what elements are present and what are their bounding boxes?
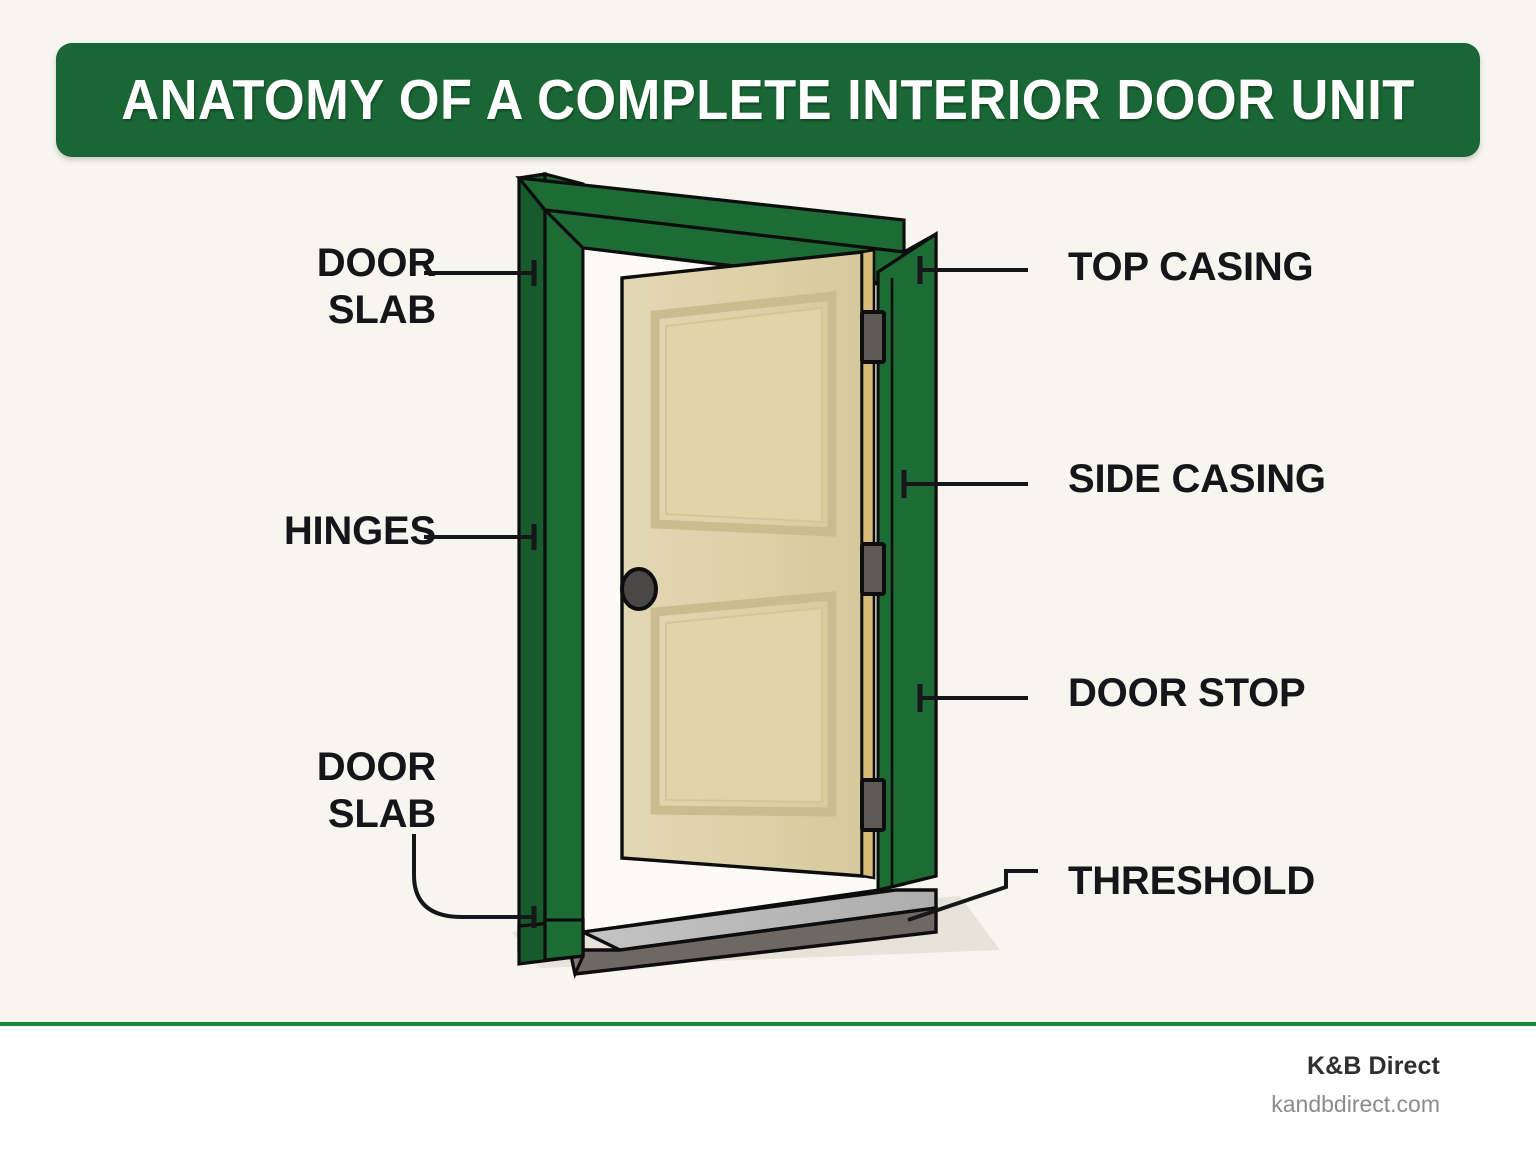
label-top-casing: TOP CASING — [1068, 245, 1314, 289]
hinge-top — [860, 310, 886, 364]
label-door-stop: DOOR STOP — [1068, 671, 1306, 715]
door-panel-lower-inner — [665, 606, 823, 804]
brand-url: kandbdirect.com — [1271, 1091, 1440, 1117]
footer: K&B Direct kandbdirect.com — [0, 1022, 1536, 1154]
casing-left-front-face — [543, 171, 585, 947]
hinge-bottom — [860, 778, 886, 832]
label-door-slab-top: DOOR SLAB — [316, 241, 436, 333]
door-panel-lower-outer — [650, 591, 837, 817]
leader-threshold — [907, 869, 1038, 922]
hinge-middle — [860, 542, 886, 596]
label-door-slab-bottom: DOOR SLAB — [316, 745, 436, 837]
casing-left-base — [517, 918, 585, 966]
leader-door-slab-bottom — [412, 834, 534, 919]
door-panel-upper-inner — [665, 306, 823, 524]
footer-branding: K&B Direct kandbdirect.com — [1271, 1052, 1440, 1118]
brand-name: K&B Direct — [1307, 1052, 1440, 1080]
leader-lines — [412, 256, 1038, 928]
page-title: ANATOMY OF A COMPLETE INTERIOR DOOR UNIT — [121, 68, 1415, 132]
threshold-top-face — [577, 888, 938, 952]
door-panel-upper-outer — [650, 290, 837, 537]
label-threshold: THRESHOLD — [1068, 859, 1316, 903]
hinges — [860, 310, 886, 832]
casing-right-board — [876, 231, 938, 893]
casing-left-side-face — [517, 172, 547, 953]
title-banner: ANATOMY OF A COMPLETE INTERIOR DOOR UNIT — [56, 43, 1480, 157]
label-hinges: HINGES — [283, 509, 436, 553]
door-knob — [620, 567, 658, 611]
label-side-casing: SIDE CASING — [1068, 457, 1326, 501]
door-slab — [620, 248, 876, 880]
door-diagram — [0, 160, 1536, 1020]
